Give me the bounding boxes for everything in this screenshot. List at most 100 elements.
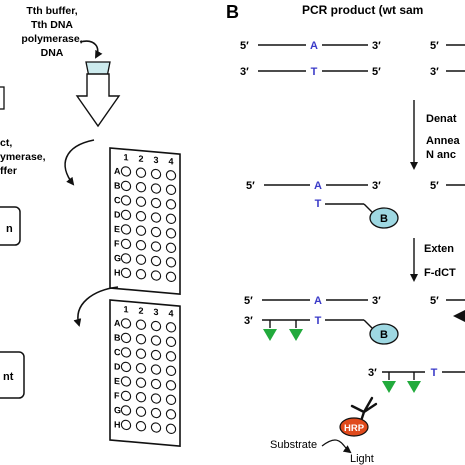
plate-2-well [150, 407, 162, 419]
biotin-2-icon [369, 323, 399, 345]
reagent-label-line-1: Tth buffer, [26, 5, 77, 17]
plate-1-well [150, 183, 162, 194]
plate-1-column-label: 3 [153, 155, 158, 165]
plate-2-well [120, 376, 132, 387]
plate-1-row-label: B [114, 180, 121, 191]
hollow-down-arrow-icon [75, 73, 121, 128]
panel-a: Tth buffer, Tth DNA polymerase, DNA ct, … [0, 5, 181, 447]
ds1-right-3prime: 3′ [430, 66, 439, 78]
plate-2-well [120, 318, 132, 329]
plate-2-well [150, 335, 162, 346]
substrate-to-light-arrow-icon [321, 439, 352, 454]
plate-1-column-label: 4 [168, 156, 173, 166]
plate-1-row-label: G [114, 253, 121, 264]
plate-2-well [165, 380, 177, 391]
plate-1-well [150, 241, 162, 252]
panel-b-title: PCR product (wt sam [302, 3, 423, 17]
anneal-5prime: 5′ [246, 180, 255, 192]
ds1-bottom-5prime: 5′ [372, 66, 381, 78]
step-box-1 [0, 206, 21, 246]
panel-b: B PCR product (wt sam 5′ A 3′ 3′ T 5′ 5′… [226, 2, 465, 465]
step2-line-2: F-dCT [424, 267, 456, 279]
step-box-2 [0, 351, 25, 399]
plate-1-well [135, 211, 147, 222]
plate-1-well [165, 184, 177, 196]
side-label-line-1: ct, [0, 137, 12, 149]
panel-b-letter: B [226, 2, 239, 22]
plate-2-well [135, 319, 147, 330]
plate-2-column-label: 2 [138, 306, 143, 316]
ext-right-5prime: 5′ [430, 295, 439, 307]
plate-1-well [150, 168, 162, 180]
plate-1-well [135, 167, 147, 178]
reagent-label-line-3: polymerase, [21, 33, 82, 45]
step-box-2-text: nt [3, 371, 14, 383]
plate-1-well [150, 255, 162, 267]
ext-bottom-3prime: 3′ [244, 315, 253, 327]
plate-2-well [165, 409, 177, 420]
plate-1-row-label: C [114, 195, 121, 206]
ds1-bottom-base: T [311, 66, 318, 78]
plate-1-well [135, 225, 147, 236]
plate-1-well [120, 180, 132, 192]
plate-1-well [135, 240, 147, 251]
anneal-3prime: 3′ [372, 180, 381, 192]
plate-1-well [120, 195, 132, 206]
plate-2-column-label: 1 [123, 304, 128, 314]
fluorescent-dctp-3-icon [382, 381, 396, 393]
step2-line-1: Exten [424, 243, 454, 255]
anneal-right-5prime: 5′ [430, 180, 439, 192]
plate-2-well [165, 336, 177, 348]
plate-1-well [120, 224, 132, 235]
anneal-base-a: A [314, 180, 322, 192]
plate-1-well [150, 226, 162, 238]
fluorescent-dctp-1-icon [263, 329, 277, 341]
fluorescent-dctp-4-icon [407, 381, 421, 393]
anneal-primer-base-t: T [315, 198, 322, 210]
plate-2-row-label: B [114, 332, 121, 343]
plate-1-row-label: A [114, 166, 121, 177]
hrp-label: HRP [344, 423, 365, 434]
biotin-1-icon [369, 207, 399, 229]
plate-1-well [150, 212, 162, 223]
curved-arrow-to-plate1-icon [64, 139, 95, 186]
plate-2-well [135, 406, 147, 417]
plate-1-well [165, 170, 177, 181]
plate-2-well [165, 322, 177, 333]
ext-base-a: A [314, 295, 322, 307]
curved-arrow-to-plate2-icon [73, 286, 119, 327]
plate-1-well [120, 166, 132, 177]
plate-2-well [135, 334, 147, 345]
plate-2-well [135, 377, 147, 388]
plate-2-well [150, 349, 162, 361]
side-label-line-2: ymerase, [0, 151, 46, 163]
plate-2-well [120, 347, 132, 358]
plate-2-column-label: 3 [153, 307, 158, 317]
plate-1-row-label: D [114, 209, 121, 220]
plate-2-row-label: A [114, 318, 121, 329]
plate-1-well [150, 197, 162, 209]
plate-2-well [150, 320, 162, 332]
plate-1-row-label: E [114, 224, 120, 235]
substrate-label: Substrate [270, 439, 317, 451]
anneal-primer-linker-2 [363, 203, 373, 213]
plate-1-well [165, 199, 177, 210]
plate-2-row-label: G [114, 405, 121, 416]
plate-2-row-label: C [114, 347, 121, 358]
plate-1-well [120, 238, 132, 250]
plate-2-row-label: D [114, 361, 121, 372]
plate-2-well [135, 348, 147, 359]
plate-2-well [165, 365, 177, 377]
plate-1-well [135, 182, 147, 193]
plate-2-well [135, 363, 147, 374]
ds1-top-3prime: 3′ [372, 40, 381, 52]
ext-3prime: 3′ [372, 295, 381, 307]
plate-2-well [120, 332, 132, 344]
plate-1-row-label: F [114, 238, 120, 249]
light-label: Light [350, 453, 374, 465]
plate-1-well [165, 271, 177, 283]
plate-2-well [165, 394, 177, 406]
plate-2-row-label: E [114, 376, 120, 387]
